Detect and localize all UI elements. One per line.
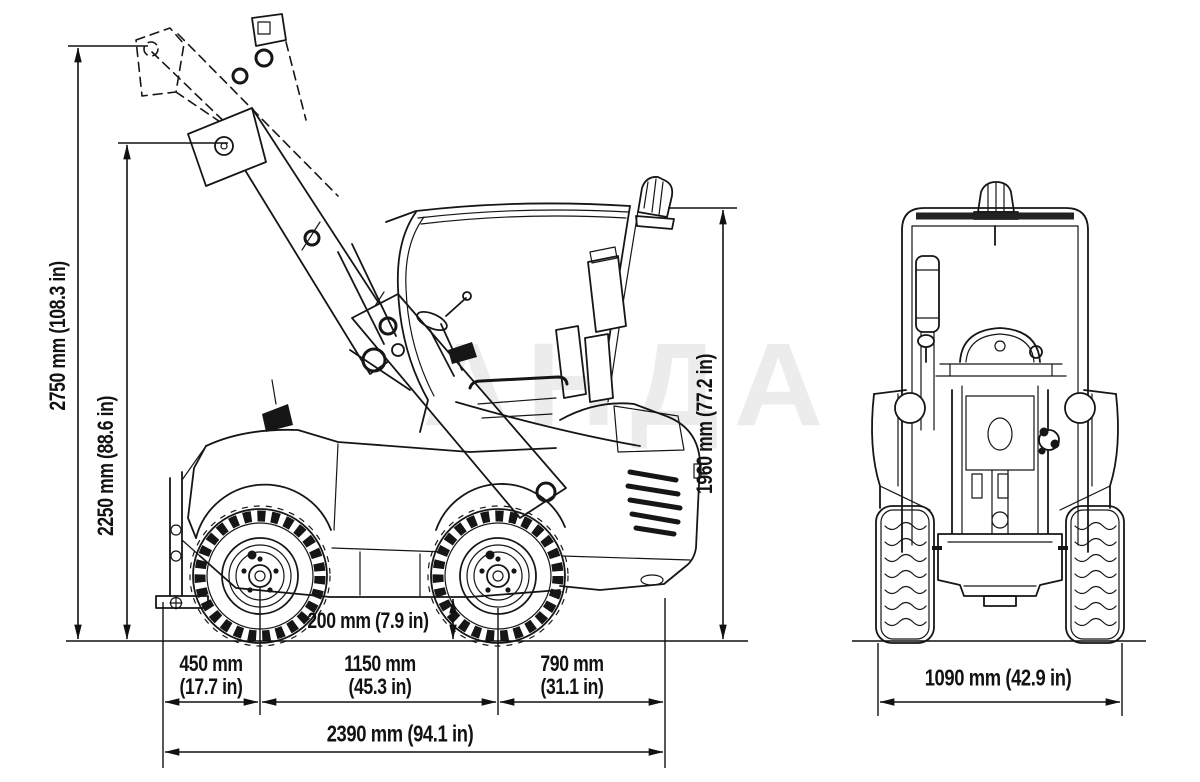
dim-rear-overhang: 790 mm (31.1 in)	[540, 651, 604, 699]
dim-canopy-height: 1960 mm (77.2 in)	[692, 354, 717, 494]
dim-overall-height: 2750 mm (108.3 in)	[45, 261, 70, 411]
dim-overall-length: 2390 mm (94.1 in)	[326, 720, 474, 747]
dim-front-overhang: 450 mm (17.7 in)	[179, 651, 243, 699]
boom-phantom-outline	[135, 13, 339, 213]
boom	[187, 107, 567, 519]
steering-wheel	[917, 327, 1067, 377]
headlight-left	[894, 392, 926, 424]
body-side	[155, 402, 702, 610]
rops-frame	[901, 207, 1089, 553]
cab-interior	[262, 291, 641, 447]
fenders-front-view	[871, 389, 1119, 511]
front-view-drawing	[871, 181, 1125, 644]
canopy	[385, 176, 675, 433]
dim-wheelbase: 1150 mm (45.3 in)	[344, 651, 416, 699]
headlight-right	[1064, 392, 1096, 424]
boom-mast-front	[932, 385, 1068, 607]
dim-overall-width: 1090 mm (42.9 in)	[924, 664, 1072, 691]
side-view-drawing	[135, 13, 702, 646]
dim-boom-pivot-height: 2250 mm (88.6 in)	[93, 396, 118, 536]
dim-ground-clearance: 200 mm (7.9 in)	[307, 608, 429, 633]
dimension-lines	[66, 45, 1146, 768]
